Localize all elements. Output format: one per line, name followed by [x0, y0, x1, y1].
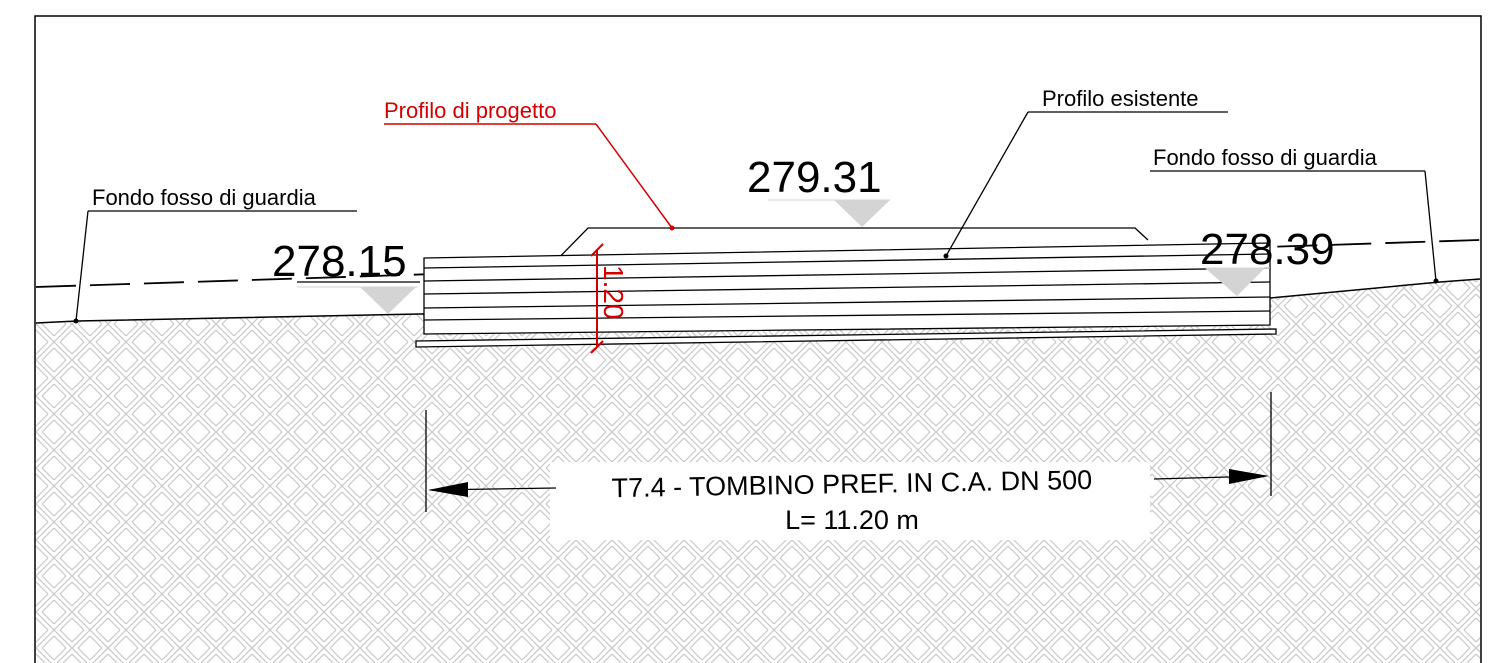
label-fondo-fosso-left: Fondo fosso di guardia	[92, 185, 317, 210]
leader-design-profile: Profilo di progetto	[384, 98, 675, 231]
label-fondo-fosso-right: Fondo fosso di guardia	[1153, 145, 1378, 170]
label-profilo-progetto: Profilo di progetto	[384, 98, 556, 123]
culvert-length: L= 11.20 m	[785, 505, 919, 535]
elevation-right-text: 278.39	[1200, 225, 1335, 274]
elevation-marker-center: 279.31	[747, 153, 890, 227]
elevation-marker-left: 278.15	[272, 237, 420, 314]
pipe-height-dimension: 1.20	[590, 243, 629, 354]
pipe-height-text: 1.20	[598, 265, 629, 320]
drawing-frame	[34, 15, 1482, 663]
elevation-left-text: 278.15	[272, 237, 407, 286]
elevation-center-text: 279.31	[747, 153, 882, 202]
leader-existing-profile: Profilo esistente	[943, 86, 1228, 259]
leader-fondo-fosso-left: Fondo fosso di guardia	[73, 185, 357, 324]
leader-fondo-fosso-right: Fondo fosso di guardia	[1150, 145, 1439, 284]
culvert-body	[415, 242, 1277, 348]
design-profile	[544, 227, 1149, 273]
elevation-marker-right: 278.39	[1200, 225, 1335, 296]
label-profilo-esistente: Profilo esistente	[1042, 86, 1199, 111]
label-mask	[550, 462, 1150, 540]
